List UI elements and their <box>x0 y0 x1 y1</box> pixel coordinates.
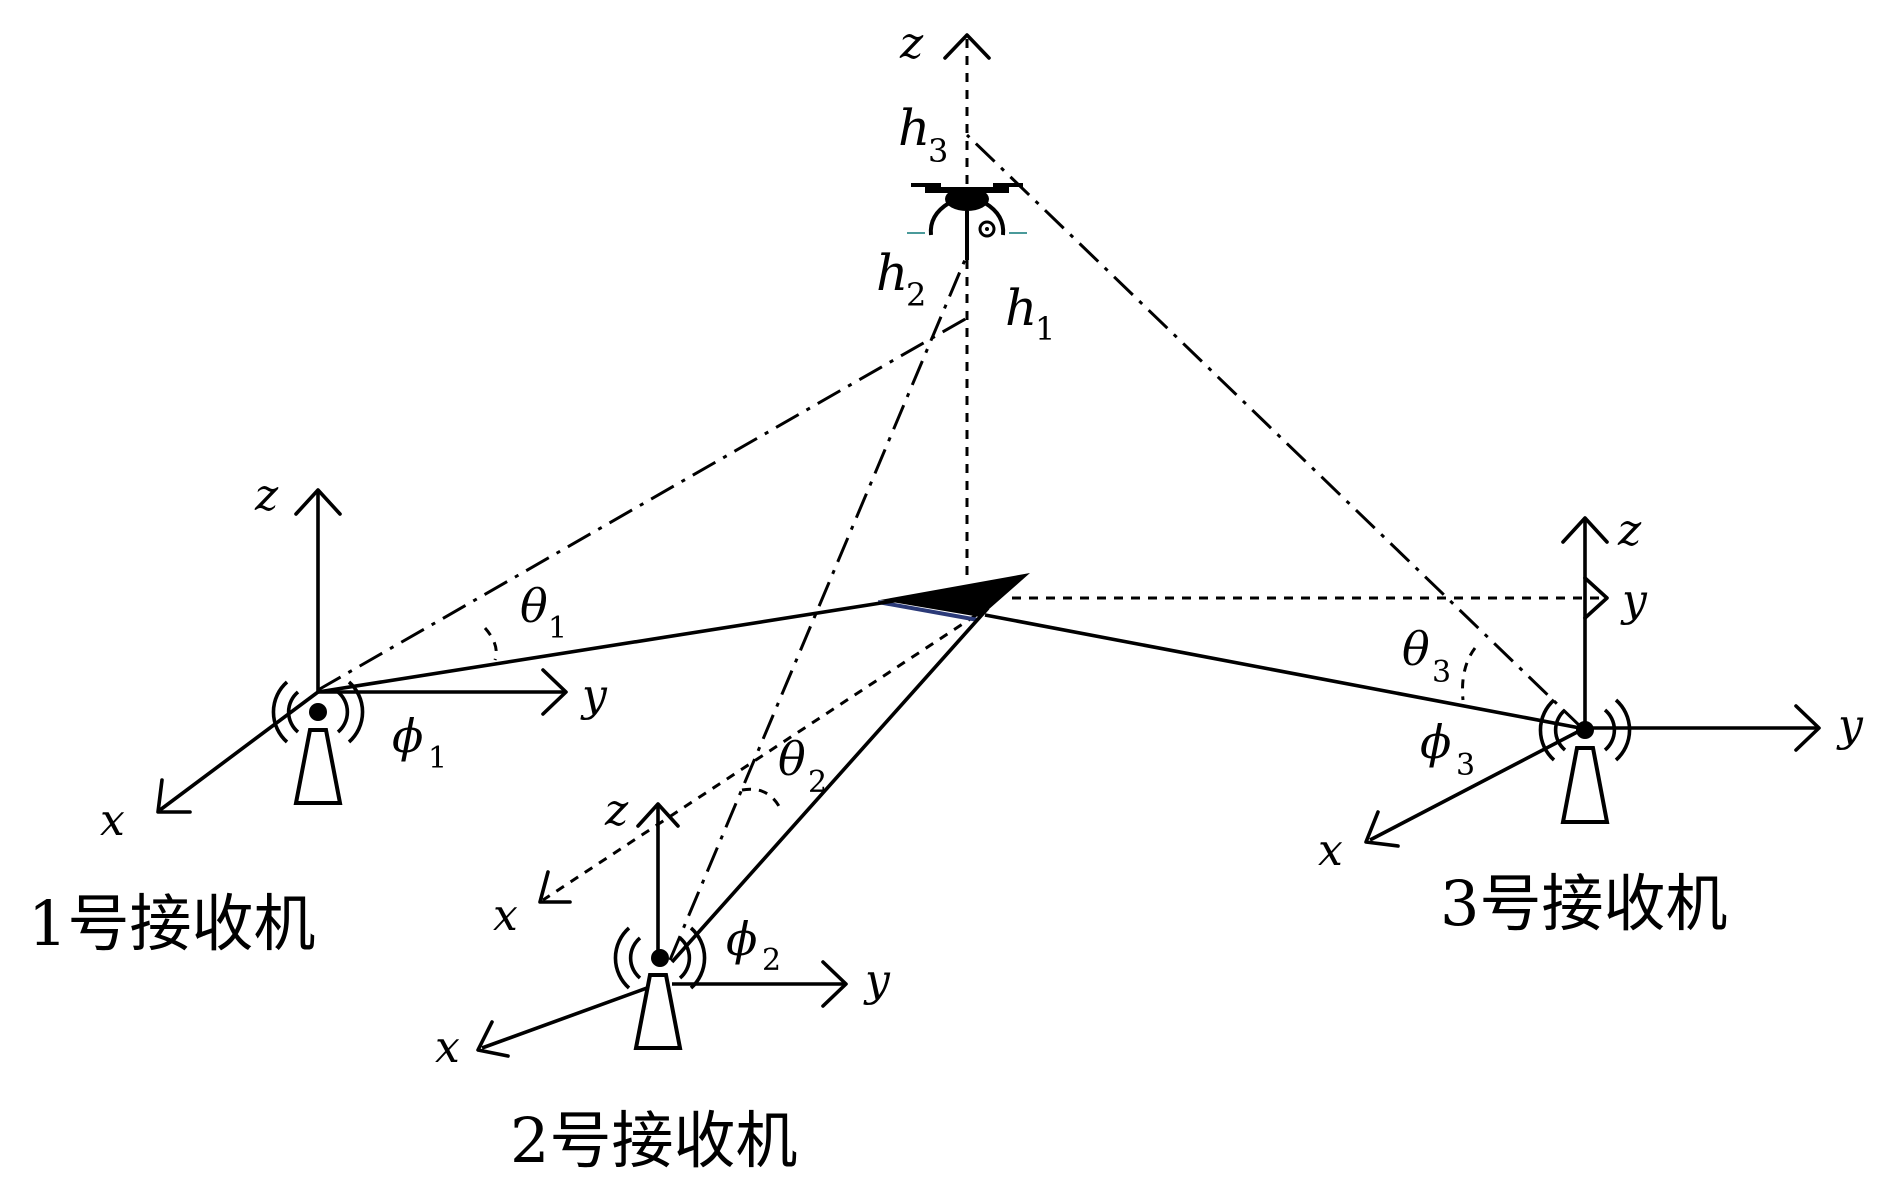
rx3-x-label: x <box>1318 825 1343 876</box>
rx2-to-target-line <box>670 606 990 964</box>
svg-text:3: 3 <box>1432 655 1451 690</box>
central-z-axis: z <box>899 18 991 575</box>
receiver-2-label: 2号接收机 <box>510 1104 797 1177</box>
h3-label: h 3 <box>898 99 948 170</box>
rx2-y-label: y <box>863 955 891 1006</box>
antenna-tower-icon <box>271 680 365 805</box>
svg-text:θ: θ <box>520 579 548 633</box>
svg-text:1: 1 <box>548 611 567 646</box>
theta3-arc <box>1461 647 1477 701</box>
rx1-y-label: y <box>580 670 608 721</box>
svg-text:ϕ: ϕ <box>392 709 423 763</box>
svg-text:h: h <box>1005 279 1037 337</box>
h3-line <box>965 133 1584 730</box>
svg-text:ϕ: ϕ <box>726 912 757 966</box>
svg-text:θ: θ <box>778 732 806 786</box>
phi1-label: ϕ 1 <box>392 709 447 776</box>
svg-text:h: h <box>898 99 930 157</box>
h2-label: h 2 <box>876 244 926 314</box>
central-y-label: y <box>1620 575 1648 626</box>
rx2-x-label: x <box>435 1022 460 1073</box>
h1-line <box>317 316 968 692</box>
svg-text:1: 1 <box>428 741 447 776</box>
h1-label: h 1 <box>1005 279 1055 348</box>
target-object <box>877 573 1030 622</box>
central-x-label: x <box>493 890 518 941</box>
receiver-1: z y x θ 1 ϕ 1 1号接收机 <box>28 470 608 960</box>
svg-text:2: 2 <box>808 765 827 800</box>
svg-text:ϕ: ϕ <box>1420 715 1451 769</box>
phi3-label: ϕ 3 <box>1420 715 1475 783</box>
receiver-2: z y x θ 2 ϕ 2 2号接收机 <box>435 732 891 1177</box>
svg-text:2: 2 <box>762 943 781 978</box>
central-z-label: z <box>899 18 924 69</box>
rx3-z-label: z <box>1617 505 1642 556</box>
central-y-axis: y <box>1012 575 1648 626</box>
theta2-arc <box>741 787 784 813</box>
theta1-arc <box>483 627 498 661</box>
rx2-z-label: z <box>604 785 629 836</box>
theta3-label: θ 3 <box>1402 622 1451 690</box>
h2-line <box>668 254 969 961</box>
rx1-z-label: z <box>254 470 279 521</box>
phi2-label: ϕ 2 <box>726 912 781 978</box>
svg-text:1: 1 <box>1035 310 1055 348</box>
svg-text:h: h <box>876 244 908 302</box>
receiver-3: z y x θ 3 ϕ 3 3号接收机 <box>1318 505 1864 940</box>
central-x-arrowhead <box>538 870 572 904</box>
svg-text:3: 3 <box>928 132 948 170</box>
theta2-label: θ 2 <box>778 732 827 800</box>
central-x-axis: x <box>493 604 991 941</box>
svg-text:3: 3 <box>1456 748 1475 783</box>
receiver-1-label: 1号接收机 <box>28 887 315 960</box>
receiver-3-label: 3号接收机 <box>1440 867 1727 940</box>
rx3-to-target-line <box>984 613 1581 730</box>
rx3-y-label: y <box>1836 700 1864 751</box>
drone-icon <box>907 183 1027 260</box>
svg-text:θ: θ <box>1402 622 1430 676</box>
rx1-to-target-line <box>317 598 901 694</box>
antenna-tower-icon <box>1538 698 1632 824</box>
rx1-x-label: x <box>100 795 125 846</box>
svg-text:2: 2 <box>906 276 926 314</box>
central-z-arrowhead <box>943 33 991 60</box>
theta1-label: θ 1 <box>520 579 567 646</box>
antenna-tower-icon <box>613 926 707 1050</box>
central-y-arrowhead <box>1583 576 1609 620</box>
